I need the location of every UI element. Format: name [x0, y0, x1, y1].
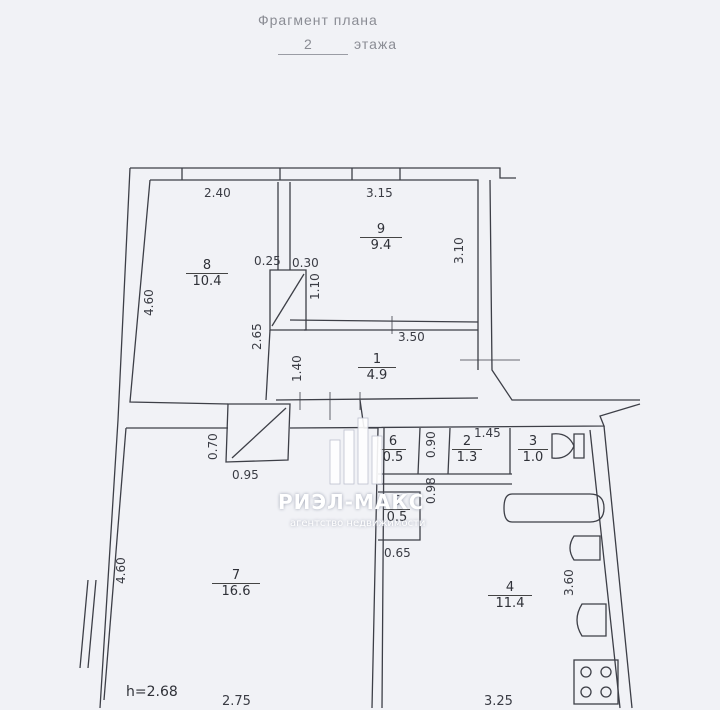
dim-label: 3.15	[366, 186, 393, 200]
partition-wall	[359, 399, 385, 709]
outer-wall	[126, 403, 641, 429]
partition-wall	[225, 403, 291, 463]
window	[181, 168, 401, 180]
title-line: Фрагмент плана	[258, 12, 378, 28]
outer-wall	[99, 167, 131, 709]
ceiling-height: h=2.68	[126, 684, 178, 700]
dim-label: 2.75	[222, 694, 251, 709]
dim-label: 4.60	[142, 289, 156, 316]
outer-wall	[130, 167, 516, 179]
partition-wall	[277, 182, 291, 270]
dim-label: 1.45	[474, 426, 501, 440]
dim-label: 3.50	[398, 330, 425, 344]
partition-wall	[378, 491, 421, 541]
toilet-tank	[573, 433, 585, 459]
floor-underline	[278, 54, 348, 55]
bathtub-icon	[503, 493, 605, 523]
dim-label: 0.70	[206, 433, 220, 460]
dim-label: 0.90	[424, 431, 438, 458]
dim-label: 1.40	[290, 355, 304, 382]
sink-icon	[576, 603, 607, 637]
floor-number: 2	[304, 36, 313, 52]
dim-label: 3.10	[452, 237, 466, 264]
outer-wall	[103, 427, 127, 701]
watermark-tagline: агентство недвижимости	[290, 518, 426, 529]
plan-title: Фрагмент плана 2 этажа	[258, 12, 428, 55]
dim-label: 0.30	[292, 256, 319, 270]
dim-label: 4.60	[114, 557, 128, 584]
dim-label: 0.65	[384, 546, 411, 560]
watermark-brand: РИЭЛ-МАКС	[278, 490, 425, 514]
dim-label: 3.60	[562, 569, 576, 596]
dimension-line	[299, 316, 520, 420]
dim-label: 1.10	[308, 273, 322, 300]
dim-label: 0.95	[232, 468, 259, 482]
outer-wall	[150, 179, 479, 370]
watermark: РИЭЛ-МАКС агентство недвижимости	[278, 490, 425, 529]
dim-label: 3.25	[484, 694, 513, 709]
sink-icon	[569, 535, 601, 561]
outer-wall	[129, 179, 229, 405]
partition-wall	[289, 319, 479, 331]
window	[79, 579, 97, 669]
partition-wall	[417, 427, 511, 475]
corridor-wall	[265, 329, 479, 401]
partition-wall	[378, 473, 512, 485]
toilet-icon	[551, 433, 575, 459]
partition-wall	[269, 269, 307, 331]
dim-label: 2.40	[204, 186, 231, 200]
stove-icon	[573, 659, 619, 705]
partition-wall	[589, 425, 633, 709]
dim-label: 0.25	[254, 254, 281, 268]
floor-word: этажа	[354, 36, 398, 52]
door-swing	[231, 407, 287, 459]
outer-wall	[489, 179, 640, 401]
door-swing	[271, 273, 305, 327]
dim-label: 2.65	[250, 323, 264, 350]
dim-label: 0.98	[424, 477, 438, 504]
